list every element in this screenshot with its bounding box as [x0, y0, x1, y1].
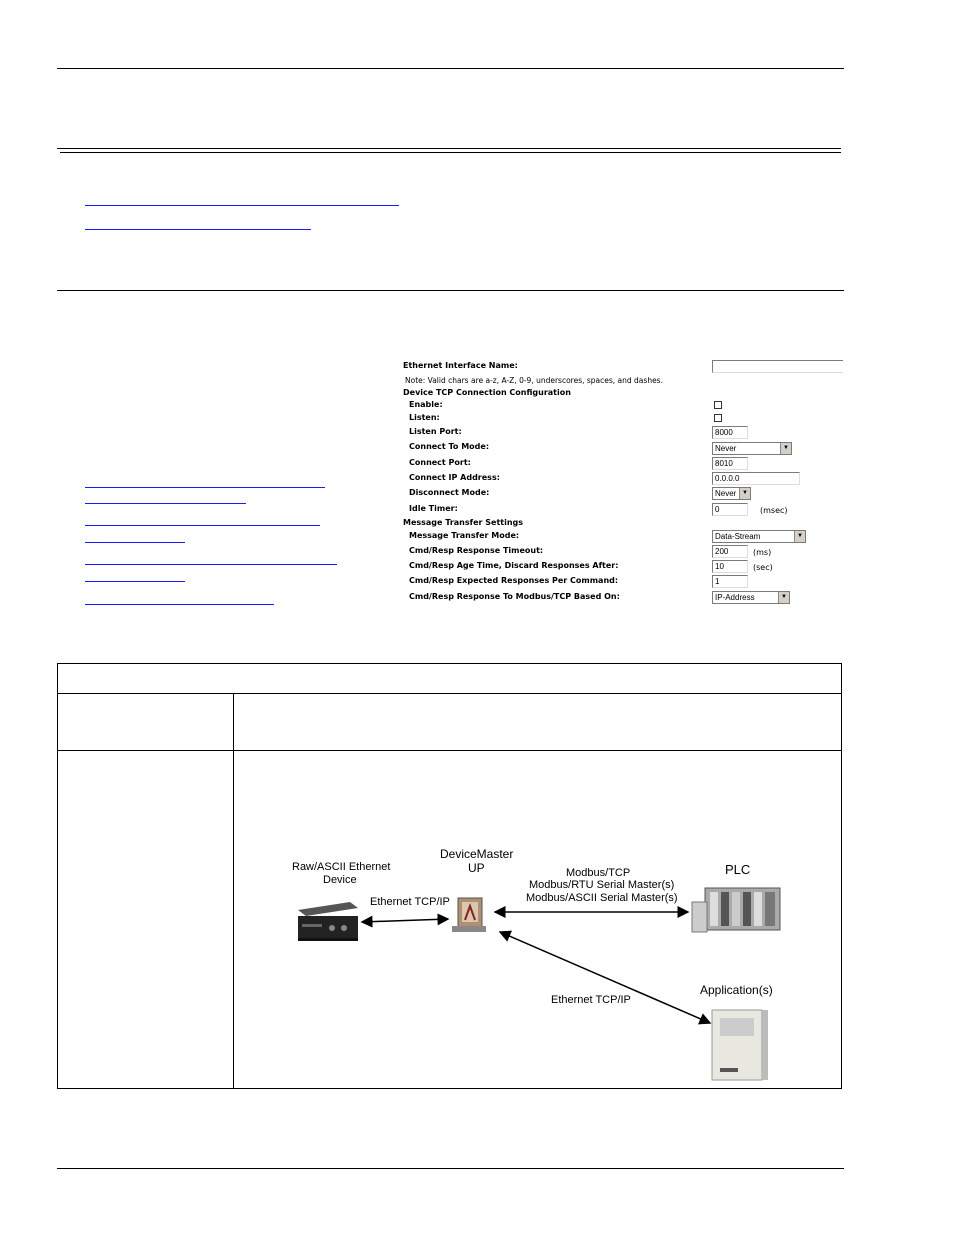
idle-timer-label: Idle Timer: — [409, 504, 458, 513]
applications-label: Application(s) — [700, 983, 773, 997]
disconnect-mode-label: Disconnect Mode: — [409, 488, 490, 497]
table-border-left — [57, 663, 58, 1088]
header-rule — [57, 68, 844, 69]
enable-label: Enable: — [409, 400, 443, 409]
diagram-graphics — [298, 887, 781, 1081]
ethernet-interface-name-label: Ethernet Interface Name: — [403, 361, 518, 370]
related-link-1a[interactable] — [85, 487, 325, 488]
listen-port-input[interactable]: 8000 — [712, 426, 748, 439]
related-link-2a[interactable] — [85, 525, 320, 526]
table-border-right — [841, 663, 842, 1088]
listen-port-label: Listen Port: — [409, 427, 462, 436]
table-header-divider — [57, 693, 842, 694]
response-timeout-label: Cmd/Resp Response Timeout: — [409, 546, 544, 555]
link-dm-to-plc-line2: Modbus/RTU Serial Master(s) — [529, 879, 675, 891]
table-border-bottom — [57, 1088, 842, 1089]
tcp-config-form: Ethernet Interface Name: Note: Valid cha… — [403, 358, 845, 608]
listen-label: Listen: — [409, 413, 440, 422]
idle-timer-input[interactable]: 0 — [712, 503, 748, 516]
idle-timer-unit: (msec) — [760, 506, 788, 515]
section-rule-double-top — [57, 148, 841, 149]
disconnect-mode-select[interactable]: Never ▼ — [712, 487, 751, 500]
enable-checkbox[interactable] — [714, 401, 722, 409]
raw-device-label-line2: Device — [323, 874, 357, 886]
transfer-mode-select[interactable]: Data-Stream ▼ — [712, 530, 806, 543]
connect-ip-label: Connect IP Address: — [409, 473, 500, 482]
toc-link-1[interactable] — [85, 205, 399, 206]
related-link-3a[interactable] — [85, 564, 337, 565]
plc-icon — [691, 887, 781, 933]
response-timeout-unit: (ms) — [753, 548, 772, 557]
related-link-4[interactable] — [85, 604, 274, 605]
table-border-top — [57, 663, 842, 664]
server-icon — [711, 1009, 768, 1081]
table-column-divider — [233, 693, 234, 1088]
connect-to-mode-select[interactable]: Never ▼ — [712, 442, 792, 455]
response-based-on-select[interactable]: IP-Address ▼ — [712, 591, 790, 604]
chevron-down-icon: ▼ — [778, 592, 789, 603]
listen-checkbox[interactable] — [714, 414, 722, 422]
valid-chars-note: Note: Valid chars are a-z, A-Z, 0-9, und… — [405, 376, 663, 385]
tcp-section-title: Device TCP Connection Configuration — [403, 388, 571, 397]
age-time-input[interactable]: 10 — [712, 560, 748, 573]
connect-port-label: Connect Port: — [409, 458, 471, 467]
ethernet-interface-name-input[interactable] — [712, 360, 843, 373]
related-link-3b[interactable] — [85, 581, 185, 582]
raw-device-label-line1: Raw/ASCII Ethernet — [292, 861, 391, 873]
transfer-mode-value: Data-Stream — [715, 532, 761, 541]
plc-label: PLC — [725, 862, 751, 877]
expected-responses-input[interactable]: 1 — [712, 575, 748, 588]
age-time-unit: (sec) — [753, 563, 773, 572]
transfer-section-title: Message Transfer Settings — [403, 518, 524, 527]
link-dm-to-plc-line3: Modbus/ASCII Serial Master(s) — [526, 892, 678, 904]
expected-responses-label: Cmd/Resp Expected Responses Per Command: — [409, 576, 619, 585]
transfer-mode-label: Message Transfer Mode: — [409, 531, 520, 540]
devicemaster-icon — [452, 897, 486, 932]
disconnect-mode-value: Never — [715, 489, 737, 498]
connect-ip-input[interactable]: 0.0.0.0 — [712, 472, 800, 485]
chevron-down-icon: ▼ — [794, 531, 805, 542]
response-based-on-label: Cmd/Resp Response To Modbus/TCP Based On… — [409, 592, 620, 601]
connect-port-input[interactable]: 8010 — [712, 457, 748, 470]
link-dm-to-plc-line1: Modbus/TCP — [566, 867, 631, 879]
footer-rule — [57, 1168, 844, 1169]
section-rule-double-bottom — [60, 152, 841, 153]
connect-to-mode-value: Never — [715, 444, 737, 453]
age-time-label: Cmd/Resp Age Time, Discard Responses Aft… — [409, 561, 619, 570]
related-link-2b[interactable] — [85, 542, 185, 543]
table-row-divider — [57, 750, 842, 751]
devicemaster-label-line2: UP — [468, 861, 485, 875]
related-link-1b[interactable] — [85, 503, 246, 504]
network-diagram: Raw/ASCII Ethernet Device DeviceMaster U… — [280, 840, 800, 1085]
toc-link-2[interactable] — [85, 229, 311, 230]
link-raw-to-dm-arrow — [360, 913, 450, 928]
section-rule — [57, 290, 844, 291]
link-raw-to-dm-label: Ethernet TCP/IP — [370, 896, 450, 908]
connect-to-mode-label: Connect To Mode: — [409, 442, 490, 451]
response-timeout-input[interactable]: 200 — [712, 545, 748, 558]
devicemaster-label-line1: DeviceMaster — [440, 847, 514, 861]
response-based-on-value: IP-Address — [715, 593, 755, 602]
chevron-down-icon: ▼ — [739, 488, 750, 499]
ethernet-device-icon — [298, 902, 358, 941]
chevron-down-icon: ▼ — [780, 443, 791, 454]
link-dm-to-app-arrow — [498, 930, 712, 1025]
